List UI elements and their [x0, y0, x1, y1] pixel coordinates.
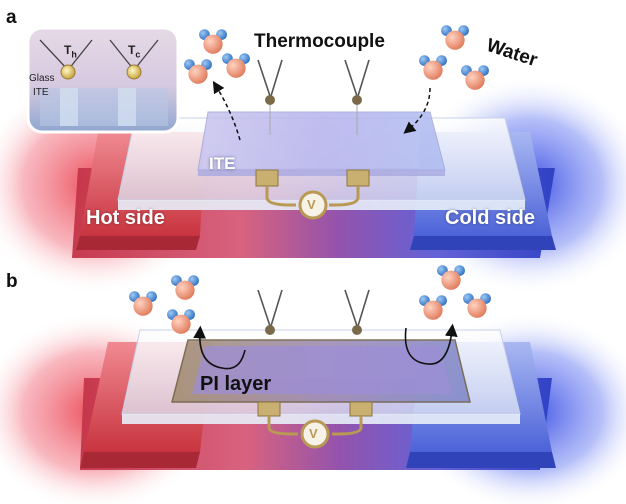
voltmeter-a-symbol: V [307, 198, 316, 211]
water-molecules-b [129, 265, 491, 334]
thermocouple-junction-right [352, 325, 362, 335]
panel-b-letter: b [6, 272, 18, 291]
electrode-right [350, 402, 372, 416]
water-molecule [419, 55, 447, 80]
inset-th-label: Th [64, 44, 77, 59]
water-molecule [199, 29, 227, 54]
water-molecule [441, 25, 469, 50]
water-molecule [129, 291, 157, 316]
inset-ite-label: ITE [33, 88, 49, 98]
thermocouple-junction-right [352, 95, 362, 105]
water-molecule [222, 53, 250, 78]
water-molecule [437, 265, 465, 290]
electrode-right [347, 170, 369, 186]
electrode-left [258, 402, 280, 416]
thermocouple-right [345, 290, 369, 326]
hot-side-label: Hot side [86, 208, 165, 228]
thermocouple-junction-left [265, 95, 275, 105]
cold-side-label: Cold side [445, 208, 535, 228]
water-molecule [171, 275, 199, 300]
thermocouple-junction-left [265, 325, 275, 335]
pi-layer-label: PI layer [200, 374, 271, 394]
water-molecule [419, 295, 447, 320]
thermocouple-left [258, 290, 282, 326]
electrode-left [256, 170, 278, 186]
inset-glass-label: Glass [29, 74, 55, 84]
panel-a-letter: a [6, 8, 17, 27]
thermocouple-label: Thermocouple [254, 32, 385, 51]
ite-label: ITE [209, 155, 235, 172]
water-molecule [184, 59, 212, 84]
water-molecule [463, 293, 491, 318]
voltmeter-b-symbol: V [309, 427, 318, 440]
inset-tc-label: Tc [128, 44, 140, 59]
panel-b [0, 265, 626, 504]
